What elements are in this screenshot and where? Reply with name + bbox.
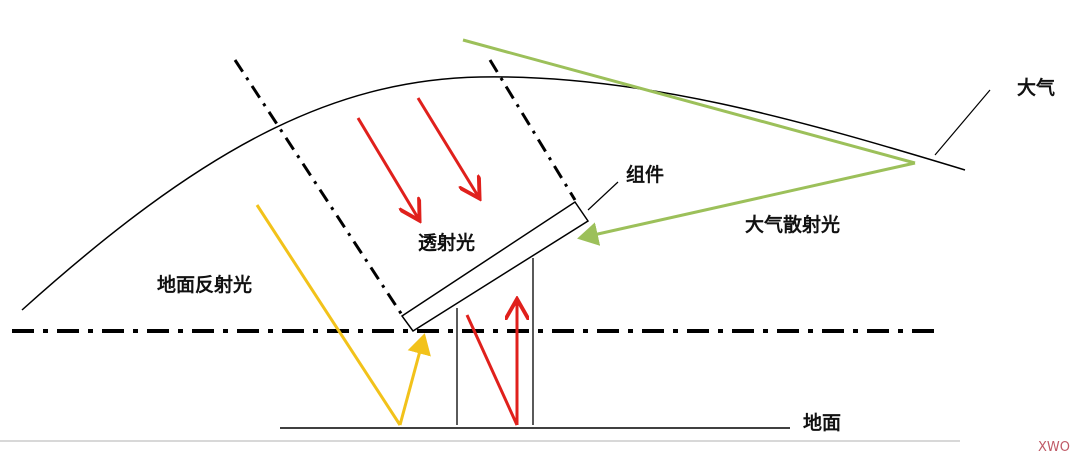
ground-label: 地面 — [803, 412, 842, 434]
scattered-light-label: 大气散射光 — [745, 214, 841, 236]
atmosphere-pointer-line — [934, 89, 991, 156]
transmitted-light-label: 透射光 — [418, 232, 476, 254]
scattered-light-ray — [462, 38, 916, 165]
watermark: XWO — [1038, 440, 1070, 451]
beam-boundary-left — [233, 59, 404, 316]
direct-light-arrow — [416, 97, 478, 196]
ground-reflection-arrow — [398, 333, 431, 426]
ground-incident-ray — [465, 314, 519, 426]
atmosphere-curve — [21, 76, 966, 311]
atmosphere-label: 大气 — [1017, 77, 1056, 99]
beam-boundary-right — [488, 59, 577, 201]
scattered-light-arrow — [577, 161, 916, 246]
pv-module — [400, 200, 590, 333]
module-label: 组件 — [626, 164, 665, 186]
ground-reflected-light-label: 地面反射光 — [157, 274, 253, 296]
direct-light-arrow — [356, 117, 418, 218]
module-pointer-line — [587, 181, 619, 211]
ground-reflection-ray — [255, 204, 402, 426]
